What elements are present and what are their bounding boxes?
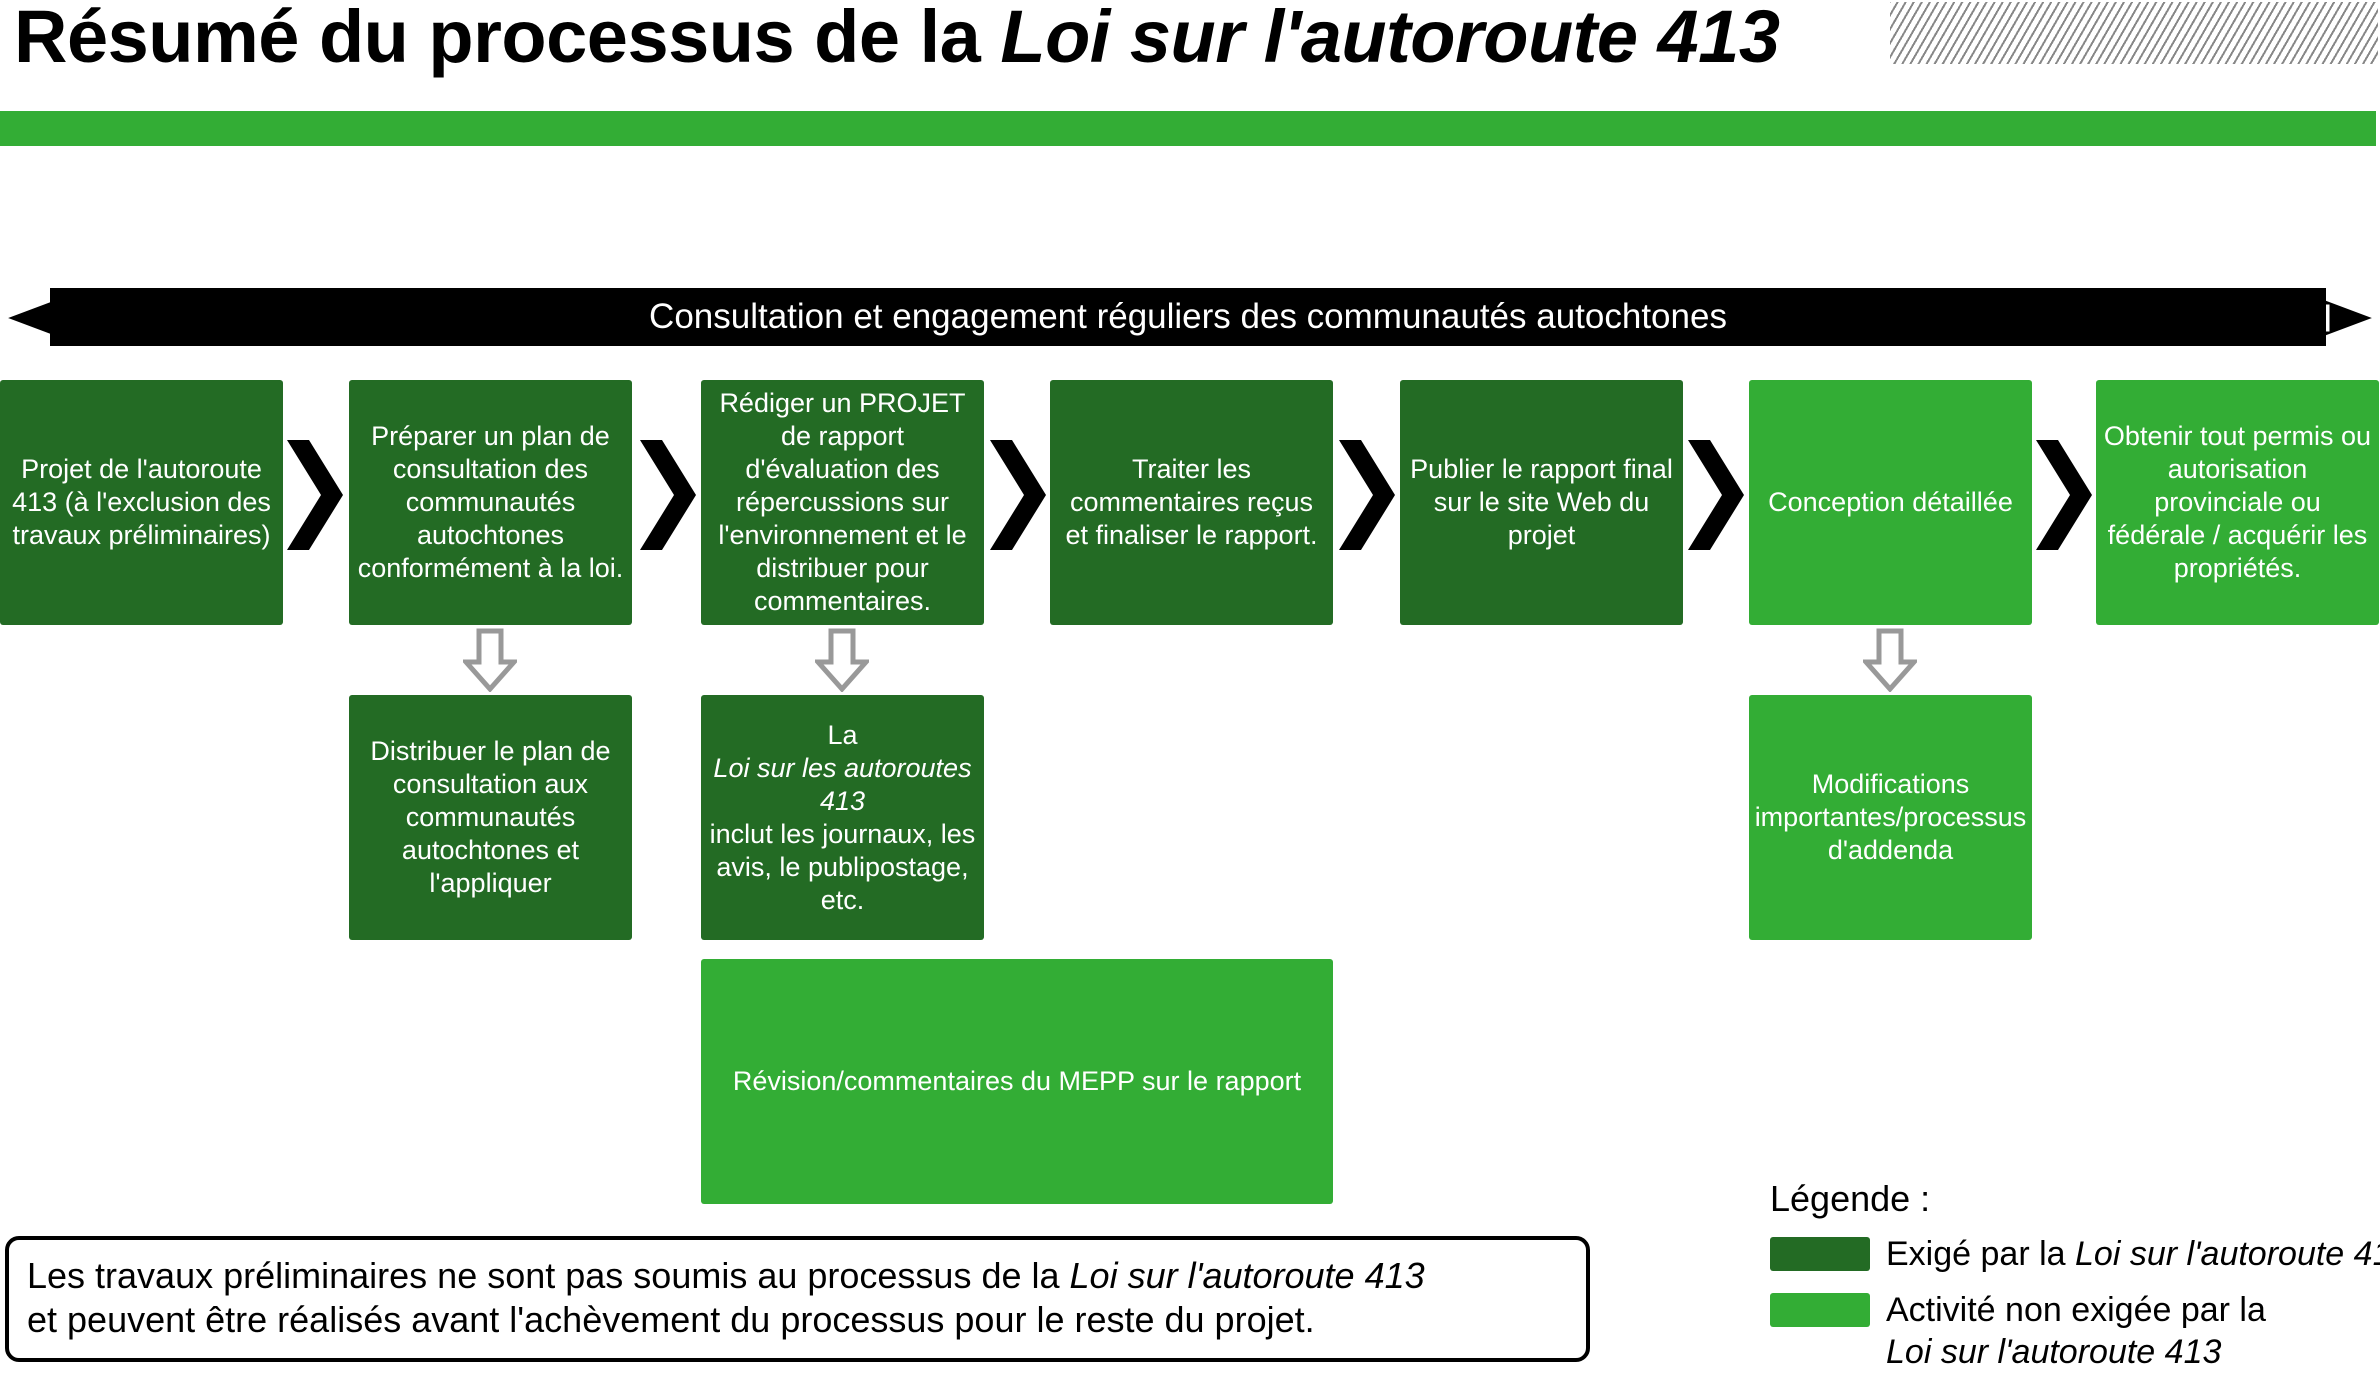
step-box: Rédiger un PROJET de rapport d'évaluatio… xyxy=(701,380,984,625)
legend-swatch-required xyxy=(1770,1237,1870,1271)
legend-swatch-not-required xyxy=(1770,1293,1870,1327)
title-text: Résumé du processus de la xyxy=(14,0,1001,78)
down-arrow-icon xyxy=(1863,628,1917,692)
consultation-banner: Consultation et engagement réguliers des… xyxy=(50,288,2326,346)
chevron-right-icon xyxy=(287,440,343,550)
chevron-right-icon xyxy=(1688,440,1744,550)
legend-text: Exigé par la xyxy=(1886,1235,2075,1273)
step-box: Conception détaillée xyxy=(1749,380,2032,625)
note-italic: Loi sur l'autoroute 413 xyxy=(1069,1255,1425,1296)
note-text: Les travaux préliminaires ne sont pas so… xyxy=(27,1255,1070,1296)
preliminary-works-note: Les travaux préliminaires ne sont pas so… xyxy=(5,1236,1590,1362)
legend-italic: Loi sur l'autoroute 413 xyxy=(2075,1235,2380,1273)
mepp-review-box: Révision/commentaires du MEPP sur le rap… xyxy=(701,959,1333,1204)
step-box: Obtenir tout permis ou autorisation prov… xyxy=(2096,380,2379,625)
down-arrow-icon xyxy=(815,628,869,692)
law-text: La xyxy=(827,719,858,750)
note-text-end: et peuvent être réalisés avant l'achèvem… xyxy=(27,1299,1315,1340)
chevron-right-icon xyxy=(2036,440,2092,550)
step-box: Projet de l'autoroute 413 (à l'exclusion… xyxy=(0,380,283,625)
step-box: Publier le rapport final sur le site Web… xyxy=(1400,380,1683,625)
chevron-right-icon xyxy=(1339,440,1395,550)
legend-label-required: Exigé par la Loi sur l'autoroute 413 xyxy=(1886,1233,2380,1275)
step-box: Traiter les commentaires reçus et finali… xyxy=(1050,380,1333,625)
chevron-right-icon xyxy=(990,440,1046,550)
distribute-plan-box: Distribuer le plan de consultation aux c… xyxy=(349,695,632,940)
hatch-decoration xyxy=(1890,2,2378,64)
legend-title: Légende : xyxy=(1770,1178,1931,1219)
page-title: Résumé du processus de la Loi sur l'auto… xyxy=(14,0,1780,79)
chevron-right-icon xyxy=(640,440,696,550)
down-arrow-icon xyxy=(463,628,517,692)
title-italic: Loi sur l'autoroute 413 xyxy=(1000,0,1780,78)
legend-text: Activité non exigée par la xyxy=(1886,1291,2266,1329)
legend-label-not-required: Activité non exigée par la Loi sur l'aut… xyxy=(1886,1289,2376,1373)
step-box: Préparer un plan de consultation des com… xyxy=(349,380,632,625)
legend-italic: Loi sur l'autoroute 413 xyxy=(1886,1333,2222,1371)
law-text-end: inclut les journaux, les avis, le publip… xyxy=(709,818,976,915)
header-bar xyxy=(0,111,2376,146)
modifications-box: Modifications importantes/processus d'ad… xyxy=(1749,695,2032,940)
law-includes-box: La Loi sur les autoroutes 413 inclut les… xyxy=(701,695,984,940)
law-italic: Loi sur les autoroutes 413 xyxy=(713,752,972,816)
